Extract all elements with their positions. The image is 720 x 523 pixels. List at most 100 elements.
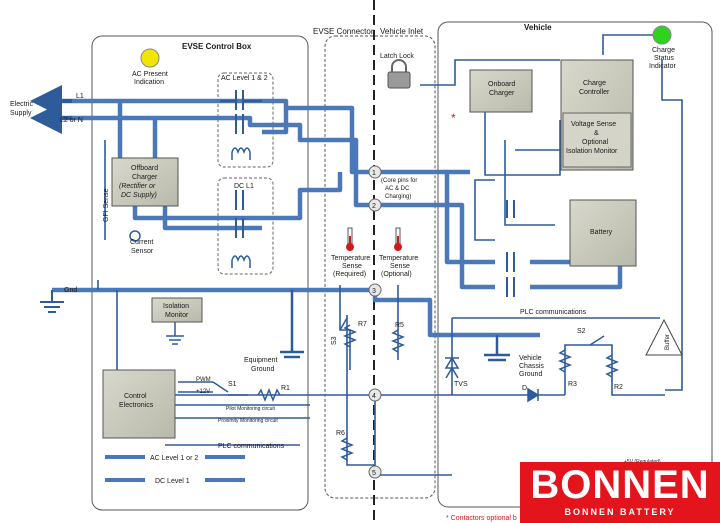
vehicle-plc-label: PLC communications xyxy=(520,309,587,316)
contactor-footnote: * Contactors optional b xyxy=(446,515,517,522)
current-sensor-label-1: Current xyxy=(130,239,153,246)
s1-switch xyxy=(212,381,248,396)
electric-supply-label-1: Electric xyxy=(10,101,33,108)
svg-text:4: 4 xyxy=(372,393,376,400)
charge-status-label-2: Status xyxy=(654,55,674,62)
s3-label: S3 xyxy=(331,336,338,345)
electric-supply-label-2: Supply xyxy=(10,110,32,117)
voltage-sense-label-2: & xyxy=(594,130,599,137)
core-pins-label-1: (Core pins for xyxy=(381,178,417,184)
core-pins-label-3: Charging) xyxy=(385,194,411,200)
battery-label: Battery xyxy=(590,229,613,236)
core-pins-label-2: AC & DC xyxy=(385,186,410,192)
equipment-ground-label-1: Equipment xyxy=(244,357,278,364)
s2-switch xyxy=(589,335,605,346)
onboard-charger-label-2: Charger xyxy=(489,90,515,97)
gnd-label: Gnd xyxy=(64,287,77,294)
temp-optional-label-1: Temperature xyxy=(379,255,418,262)
vehicle-chassis-ground-symbol xyxy=(484,335,510,362)
equipment-ground-label-2: Ground xyxy=(251,366,274,373)
ac-contactor-l2 xyxy=(235,114,244,134)
pwm-label: PWM xyxy=(196,377,211,383)
voltage-sense-label-4: Isolation Monitor xyxy=(566,148,618,155)
evse-control-box-outline xyxy=(91,35,309,511)
pin-1: 1 xyxy=(368,165,382,179)
chassis-label-1: Vehicle xyxy=(519,355,542,362)
temp-sense-optional-icon xyxy=(394,227,402,251)
latch-lock-icon xyxy=(387,59,411,89)
pin-3: 3 xyxy=(368,283,382,297)
temp-optional-label-3: (Optional) xyxy=(381,271,412,278)
current-sensor-label-2: Sensor xyxy=(131,248,154,255)
temp-sense-required-icon xyxy=(346,227,354,251)
diode-label: D xyxy=(522,385,527,392)
r1-label: R1 xyxy=(281,385,290,392)
ac-present-label-2: Indication xyxy=(134,79,164,86)
svg-text:1: 1 xyxy=(372,170,376,177)
svg-text:3: 3 xyxy=(372,288,376,295)
logo-tagline: BONNEN BATTERY xyxy=(564,507,676,517)
offboard-charger-box xyxy=(111,157,179,207)
isolation-monitor-label-1: Isolation xyxy=(163,303,189,310)
l1-label: L1 xyxy=(76,93,84,100)
evse-connector-outline xyxy=(324,35,436,499)
r7-label: R7 xyxy=(358,321,367,328)
temp-required-label-1: Temperature xyxy=(331,255,370,262)
power-wires xyxy=(52,98,623,338)
dc-contactor-coil xyxy=(231,255,251,268)
pin-5: 5 xyxy=(368,465,382,479)
onboard-charger-label-1: Onboard xyxy=(488,81,515,88)
vehicle-title: Vehicle xyxy=(524,23,552,32)
buffer-label: Buffer xyxy=(665,334,671,350)
r1-resistor xyxy=(257,387,281,403)
r5-resistor xyxy=(390,329,406,353)
control-electronics-box xyxy=(102,369,176,439)
temp-optional-label-2: Sense xyxy=(390,263,410,270)
control-electronics-label-1: Control xyxy=(124,393,147,400)
voltage-sense-label-1: Voltage Sense xyxy=(571,121,616,128)
svg-text:2: 2 xyxy=(372,203,376,210)
offboard-label-2: Charger xyxy=(132,174,158,181)
r2-resistor xyxy=(604,354,620,378)
r7-resistor xyxy=(342,324,358,348)
charge-status-lamp xyxy=(652,25,672,45)
dc-l1-group-outline xyxy=(217,177,274,275)
r6-label: R6 xyxy=(336,430,345,437)
onboard-charger-box xyxy=(469,69,533,113)
offboard-label-4: DC Supply) xyxy=(121,192,157,199)
evse-connector-title: EVSE Connector xyxy=(313,27,374,36)
isolation-ground-symbol xyxy=(166,322,184,345)
latch-lock-label: Latch Lock xyxy=(380,53,414,60)
tvs-label: TVS xyxy=(454,381,468,388)
charge-status-label-1: Charge xyxy=(652,47,675,54)
contactor-footnote-mark: * xyxy=(451,111,456,125)
s3-switch xyxy=(339,317,348,331)
legend-ac-label: AC Level 1 or 2 xyxy=(150,455,198,462)
ac-contactor-l1 xyxy=(220,90,262,110)
control-electronics-label-2: Electronics xyxy=(119,402,154,409)
offboard-label-1: Offboard xyxy=(131,165,158,172)
offboard-label-3: (Rectifier or xyxy=(119,183,156,190)
temp-required-label-3: (Required) xyxy=(333,271,366,278)
ac-level-label: AC Level 1 & 2 xyxy=(221,75,268,82)
tvs-diode xyxy=(444,356,460,379)
isolation-monitor-label-2: Monitor xyxy=(165,312,189,319)
charge-status-label-3: Indicator xyxy=(649,63,677,70)
voltage-sense-box xyxy=(562,112,632,168)
gfi-sense-label: GFI Sense xyxy=(103,188,110,222)
battery-box xyxy=(569,199,637,267)
temp-required-label-2: Sense xyxy=(342,263,362,270)
voltage-sense-label-3: Optional xyxy=(582,139,609,146)
legend-dc-label: DC Level 1 xyxy=(155,478,190,485)
isolation-monitor-box xyxy=(151,297,203,323)
dc-contactor-neg xyxy=(235,218,244,238)
s2-label: S2 xyxy=(577,328,586,335)
svg-text:5: 5 xyxy=(372,470,376,477)
bonnen-logo: BONNEN BONNEN BATTERY xyxy=(520,462,720,523)
proximity-monitoring-label: Proximity Monitoring circuit xyxy=(218,418,278,424)
pin-4: 4 xyxy=(368,388,382,402)
r3-resistor xyxy=(557,349,573,373)
chassis-label-2: Chassis xyxy=(519,363,544,370)
vehicle-contactors xyxy=(506,200,515,297)
